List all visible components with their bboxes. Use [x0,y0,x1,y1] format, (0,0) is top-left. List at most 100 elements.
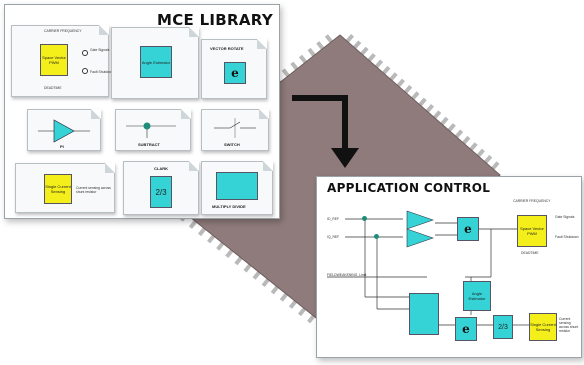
svpwm-fault-label: Fault Shutdown [90,70,114,74]
vector-rotate-glyph: e [231,65,239,80]
svpwm-gate-label: Gate Signals [90,48,110,52]
app-pi-d [406,210,434,230]
gate-signal-port [82,50,88,56]
chip-pin [425,104,435,113]
app-current-sensing-label: Current sensing across shunt resistor [559,317,579,333]
app-svpwm-block: Space Vector PWM [517,215,547,247]
chip-pin [396,78,405,88]
chip-pin [261,278,270,288]
chip-pin [462,135,471,145]
chip-pin [469,142,478,151]
id-ref-label: ID_REF [327,217,340,221]
subtract-caption: SUBTRACT [138,142,160,147]
chip-pin [279,292,288,302]
clarke-glyph: 2/3 [155,187,167,197]
svpwm-top-label: CARRIER FREQUENCY [44,29,82,33]
vector-rotate-block: e [224,62,246,84]
app-gate-label: Gate Signals [555,215,575,219]
chip-pin [252,271,261,280]
application-wiring [327,210,529,326]
chip-pin [476,148,485,158]
pi-caption: PI [60,144,64,149]
multiply-divide-card[interactable]: MULTIPLY DIVIDE [201,161,273,215]
chip-pin [288,300,298,309]
clarke-caption: CLARK [154,166,168,171]
chip-pin [345,34,355,43]
chip-pin [418,97,427,107]
app-angle-estimator-block: Angle Estimator [463,281,491,311]
chip-pin [197,227,207,237]
mce-library-panel: MCE LIBRARY CARRIER FREQUENCY Space Vect… [4,4,280,219]
app-multiply-divide-block [409,293,439,335]
mce-library-title: MCE LIBRARY [156,11,273,29]
chip-pin [243,263,252,273]
svpwm-card[interactable]: CARRIER FREQUENCY Space Vector PWM DEADT… [11,25,114,97]
chip-pin [188,220,198,229]
app-clarke-block: 2/3 [493,315,513,339]
switch-symbol [214,118,256,138]
chip-pin [298,54,308,64]
pi-card[interactable]: PI [27,109,101,151]
app-pi-q [406,228,434,248]
chip-pin [382,65,391,75]
app-clarke-glyph: 2/3 [498,323,508,331]
vector-rotate-card[interactable]: VECTOR ROTATE e [201,39,267,99]
pi-triangle [38,119,90,143]
clarke-block: 2/3 [150,176,172,208]
application-control-panel: APPLICATION CONTROL ID_REF IQ_REF e Spac… [316,176,582,358]
chip-pin [234,256,243,266]
chip-pin [374,59,384,69]
chip-pin [297,307,307,317]
chip-pin [433,110,442,120]
chip-pin [491,161,500,170]
subtract-card[interactable]: SUBTRACT [115,109,191,151]
app-inverse-rotate-block: e [455,317,477,341]
current-sensing-card[interactable]: Single Current Sensing Current sensing a… [15,163,115,213]
chip-pin [447,123,456,132]
chip-pin [316,41,325,50]
chip-pin [483,154,493,164]
chip-pin [367,53,376,62]
clarke-card[interactable]: CLARK 2/3 [123,161,199,215]
app-svpwm-top-label: CARRIER FREQUENCY [513,199,551,203]
app-subtract-q [374,234,379,239]
multiply-divide-caption: MULTIPLY DIVIDE [212,204,246,209]
switch-card[interactable]: SWITCH [201,109,269,151]
fieldweakening-label: FIELDWEAKENING_Limit [327,273,367,277]
current-sensing-block: Single Current Sensing [44,174,72,204]
chip-pin [307,314,316,324]
angle-estimator-card[interactable]: Angle Estimator [111,27,199,99]
flow-arrow [290,90,370,170]
fault-port [82,68,88,74]
chip-pin [353,40,362,50]
svpwm-block: Space Vector PWM [40,44,68,76]
angle-estimator-block: Angle Estimator [140,46,172,78]
chip-pin [307,47,316,57]
chip-pin [290,61,299,71]
chip-pin [281,68,290,78]
app-fault-label: Fault Shutdown [555,235,579,239]
app-subtract-d [362,216,367,221]
chip-pin [440,116,449,126]
iq-ref-label: IQ_REF [327,235,340,239]
chip-pin [403,84,413,94]
application-control-title: APPLICATION CONTROL [327,181,491,195]
app-vector-rotate-block: e [457,217,479,241]
chip-pin [454,129,464,139]
svpwm-bottom-label: DEADTIME [44,86,62,90]
switch-caption: SWITCH [224,142,240,147]
chip-pin [216,241,225,251]
subtract-symbol [126,122,176,138]
chip-pin [389,72,398,81]
chip-pin [411,91,420,100]
chip-pin [225,249,234,258]
app-vector-rotate-glyph: e [464,221,472,236]
chip-pin [324,34,333,44]
app-svpwm-bottom-label: DEADTIME [521,251,539,255]
chip-pin [207,234,216,244]
chip-pin [270,285,279,295]
vector-rotate-caption: VECTOR ROTATE [210,46,244,51]
chip-pin [360,46,369,56]
multiply-divide-block [216,172,258,200]
current-sensing-label: Current sensing across shunt resistor [76,186,111,194]
